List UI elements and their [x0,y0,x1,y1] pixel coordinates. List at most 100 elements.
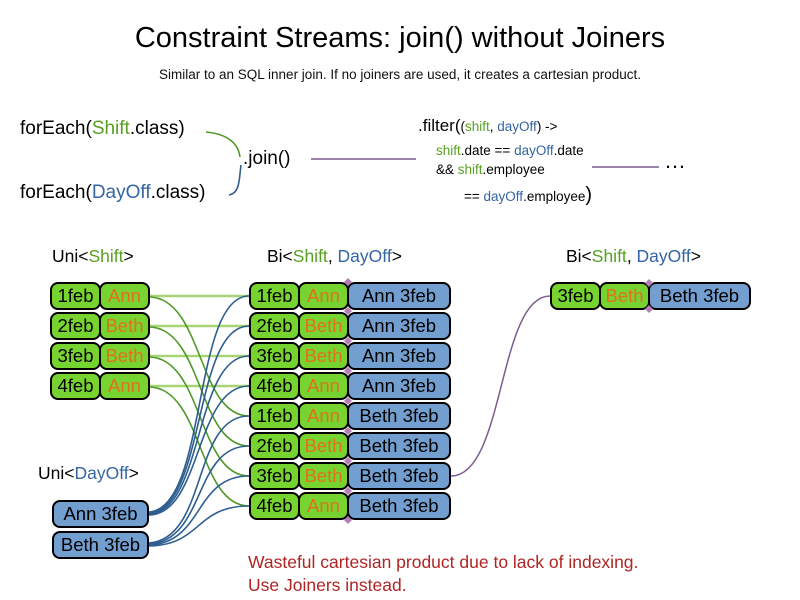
code-text: forEach( [20,182,92,203]
shift-employee-cell: Ann [298,372,349,400]
header-text: Uni< [38,463,75,483]
header-text: , [327,246,338,266]
shift-date-cell: 1feb [50,282,101,310]
table-row: 1feb Ann Ann 3feb [249,282,451,310]
table-row: 1feb Ann Beth 3feb [249,402,451,430]
shift-employee-cell: Beth [298,312,349,340]
warning-note: Wasteful cartesian product due to lack o… [248,551,638,597]
uni-shift-list: 1feb Ann 2feb Beth 3feb Beth 4feb Ann [50,282,150,402]
dayoff-cell: Ann 3feb [347,312,451,340]
code-text: ) -> [536,119,558,134]
shift-class-token: Shift [91,118,130,139]
page-title: Constraint Streams: join() without Joine… [134,22,666,54]
bi-result-list: 3feb Beth Beth 3feb [550,282,751,312]
code-text: ( [460,119,466,134]
shift-date-cell: 2feb [50,312,101,340]
shift-type-token: Shift [88,246,124,266]
shift-employee-cell: Beth [298,462,349,490]
shift-token: shift [457,162,483,177]
shift-date-cell: 2feb [249,432,300,460]
filter-line-2: shift.date == dayOff.date [436,143,584,158]
shift-employee-cell: Beth [99,312,150,340]
dayoff-cell: Beth 3feb [347,402,451,430]
table-row: 2feb Beth Beth 3feb [249,432,451,460]
shift-employee-cell: Ann [298,492,349,520]
dayoff-type-token: DayOff [337,246,392,266]
uni-dayoff-list: Ann 3feb Beth 3feb [52,500,149,562]
filter-line-4: == dayOff.employee) [464,184,592,207]
table-row: 1feb Ann [50,282,150,310]
uni-dayoff-header: Uni<DayOff> [38,463,139,484]
code-text: forEach( [20,118,92,139]
code-text: , [489,119,498,134]
dayoff-cell: Ann 3feb [347,372,451,400]
dayoff-token: dayOff [514,143,554,158]
table-row: 2feb Beth Ann 3feb [249,312,451,340]
table-row: 3feb Beth Ann 3feb [249,342,451,370]
bi-join-list: 1feb Ann Ann 3feb 2feb Beth Ann 3feb 3fe… [249,282,451,522]
subtitle: Similar to an SQL inner join. If no join… [159,67,641,82]
dayoff-fact: Beth 3feb [52,531,149,559]
warning-note-line1: Wasteful cartesian product due to lack o… [248,552,639,572]
table-row: 3feb Beth Beth 3feb [249,462,451,490]
table-row: 4feb Ann Ann 3feb [249,372,451,400]
filter-fn-token: .filter( [418,116,461,135]
table-row: 2feb Beth [50,312,150,340]
header-text: , [626,246,637,266]
header-text: Bi< [566,246,592,266]
shift-type-token: Shift [591,246,627,266]
dayoff-type-token: DayOff [74,463,129,483]
shift-date-cell: 1feb [249,402,300,430]
code-foreach-shift: forEach(Shift.class) [20,118,185,140]
uni-shift-header: Uni<Shift> [52,246,134,267]
table-row: 4feb Ann Beth 3feb [249,492,451,520]
code-text: .class) [129,118,185,139]
continuation-ellipsis: … [664,148,687,173]
code-text: == [464,189,484,204]
code-foreach-dayoff: forEach(DayOff.class) [20,182,206,204]
dayoff-cell: Ann 3feb [347,282,451,310]
shift-date-cell: 1feb [249,282,300,310]
shift-employee-cell: Beth [298,432,349,460]
code-text: && [436,162,458,177]
shift-date-cell: 3feb [50,342,101,370]
shift-date-cell: 3feb [550,282,601,310]
shift-date-cell: 4feb [249,492,300,520]
header-text: Uni< [52,246,89,266]
dayoff-cell: Beth 3feb [347,462,451,490]
shift-date-cell: 3feb [249,462,300,490]
shift-date-cell: 4feb [50,372,101,400]
shift-employee-cell: Beth [599,282,650,310]
header-text: Bi< [267,246,293,266]
shift-employee-cell: Ann [99,282,150,310]
dayoff-cell: Beth 3feb [347,432,451,460]
join-brace-connectors [205,131,242,196]
header-text: > [128,463,139,483]
closing-paren: ) [585,184,593,206]
shift-employee-cell: Beth [298,342,349,370]
bi-join-header: Bi<Shift, DayOff> [267,246,402,267]
shift-to-tuple-connectors [149,294,250,507]
filter-line-3: && shift.employee [436,162,545,177]
filter-line-1: .filter((shift, dayOff) -> [418,116,557,136]
code-text: .date == [460,143,515,158]
code-filter: .filter((shift, dayOff) -> shift.date ==… [418,116,678,211]
table-row: 3feb Beth [50,342,150,370]
table-row: 3feb Beth Beth 3feb [550,282,751,310]
dayoff-to-tuple-connectors [148,295,250,547]
bi-result-header: Bi<Shift, DayOff> [566,246,701,267]
shift-employee-cell: Ann [298,282,349,310]
table-row: 4feb Ann [50,372,150,400]
code-join: .join() [243,148,291,169]
shift-date-cell: 2feb [249,312,300,340]
code-text: .class) [150,182,206,203]
shift-employee-cell: Ann [99,372,150,400]
shift-arg-token: shift [465,119,490,134]
header-text: > [690,246,701,266]
code-text: .employee [482,162,545,177]
dayoff-class-token: DayOff [91,182,151,203]
dayoff-cell: Ann 3feb [347,342,451,370]
shift-token: shift [436,143,461,158]
shift-employee-cell: Beth [99,342,150,370]
